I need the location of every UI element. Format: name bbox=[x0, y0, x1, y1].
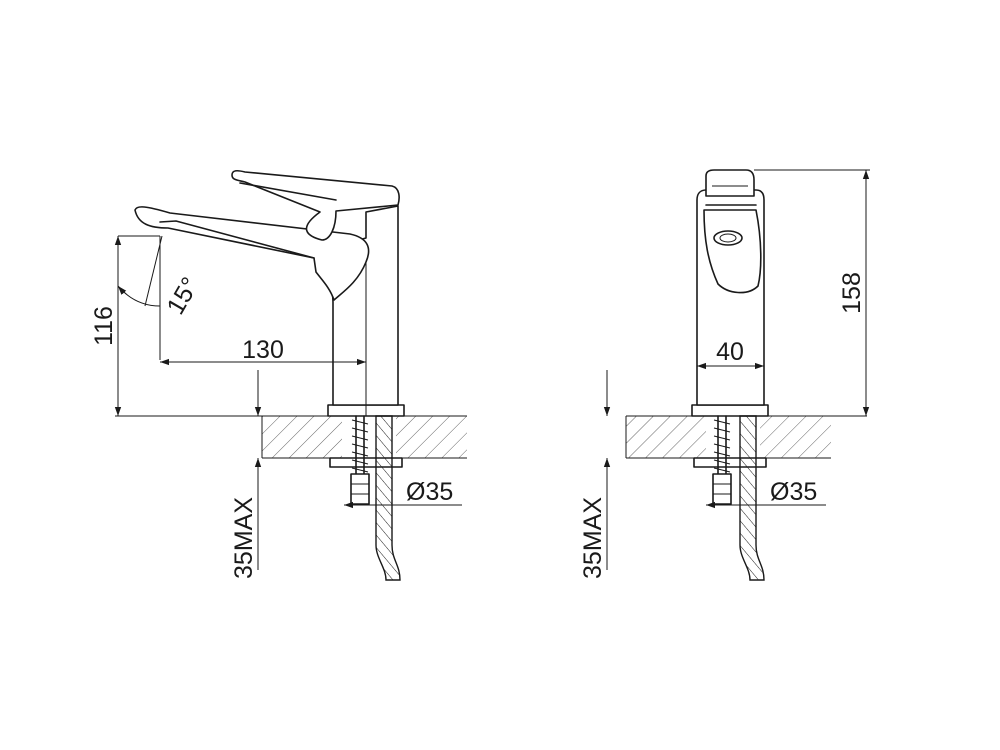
dimension-deck-right: 35MAX bbox=[579, 370, 611, 579]
dimension-deck-right-label: 35MAX bbox=[579, 497, 607, 579]
dimension-130-label: 130 bbox=[242, 336, 284, 364]
countertop-section-right bbox=[625, 415, 867, 459]
dimension-angle-label: 15° bbox=[161, 273, 204, 320]
dimension-40: 40 bbox=[697, 338, 764, 370]
front-view: 158 40 Ø35 35MAX bbox=[579, 169, 870, 581]
faucet-body-side bbox=[134, 169, 405, 581]
dimension-hole-right-label: Ø35 bbox=[770, 478, 817, 506]
dimension-40-label: 40 bbox=[716, 338, 744, 366]
faucet-body-front bbox=[691, 169, 769, 581]
dimension-158: 158 bbox=[754, 169, 870, 416]
dimension-hole-left: Ø35 bbox=[344, 478, 462, 509]
side-view: 116 15° 130 Ø35 35MAX bbox=[90, 169, 467, 581]
dimension-116-label: 116 bbox=[90, 306, 118, 346]
dimension-130: 130 bbox=[160, 262, 367, 416]
dimension-angle-15: 15° bbox=[117, 235, 205, 360]
dimension-deck-left: 35MAX bbox=[230, 370, 262, 579]
dimension-116: 116 bbox=[90, 235, 160, 416]
dimension-deck-left-label: 35MAX bbox=[230, 497, 258, 579]
dimension-hole-left-label: Ø35 bbox=[406, 478, 453, 506]
dimension-158-label: 158 bbox=[838, 272, 866, 314]
countertop-section-left bbox=[115, 415, 467, 459]
dimension-hole-right: Ø35 bbox=[706, 478, 826, 509]
